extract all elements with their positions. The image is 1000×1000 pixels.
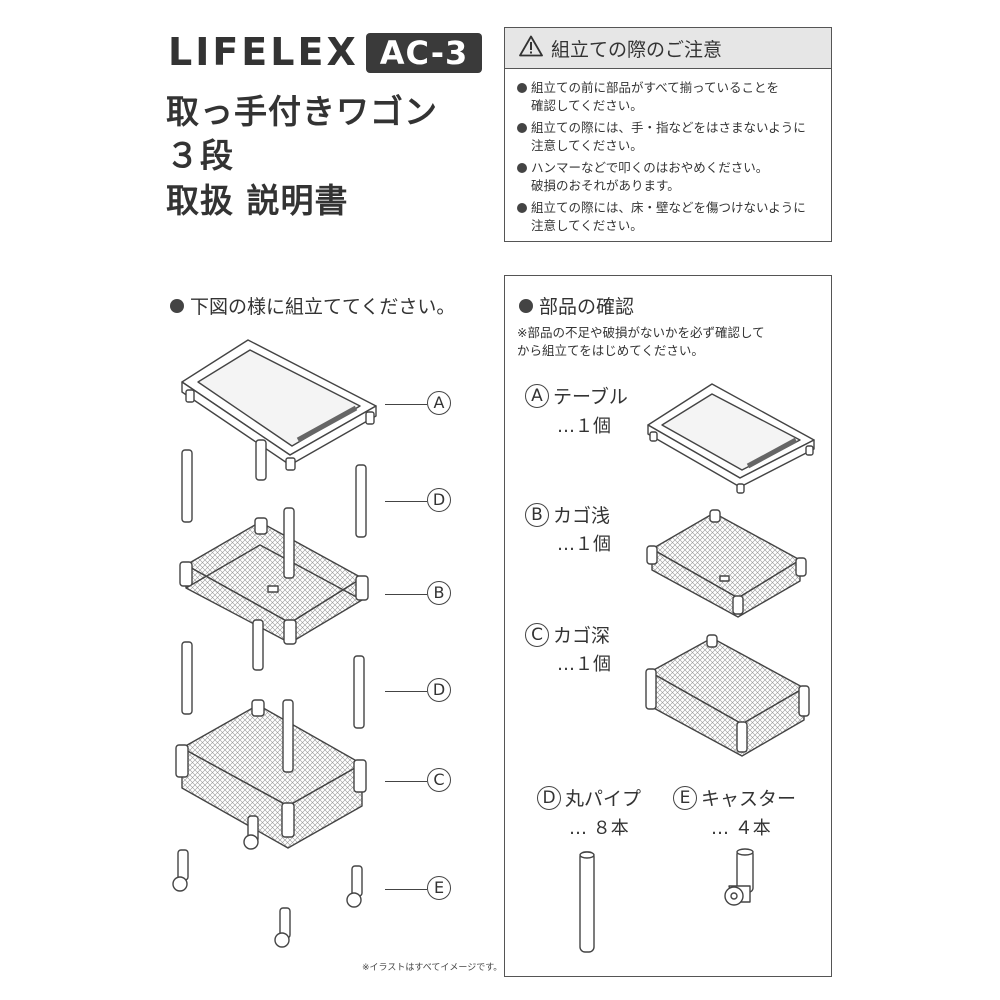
bullet-icon bbox=[170, 298, 184, 313]
part-qty: …１個 bbox=[557, 416, 611, 437]
caution-text: 組立ての前に部品がすべて揃っていることを bbox=[531, 80, 780, 95]
part-name: カゴ深 bbox=[553, 625, 611, 647]
part-d-illustration bbox=[579, 851, 595, 953]
label-e: E bbox=[427, 876, 451, 900]
caution-item: 組立ての際には、床・壁などを傷つけないように注意してください。 bbox=[517, 199, 823, 235]
assembly-casters-e bbox=[172, 849, 363, 948]
part-letter: B bbox=[525, 502, 549, 527]
part-qty: …１個 bbox=[557, 654, 611, 675]
part-b: B カゴ浅 bbox=[525, 501, 610, 528]
part-name: 丸パイプ bbox=[565, 788, 642, 810]
part-d: D 丸パイプ bbox=[537, 784, 641, 811]
bullet-icon bbox=[517, 203, 527, 213]
assembly-pipes-d-upper bbox=[181, 449, 367, 538]
part-letter: A bbox=[525, 383, 549, 408]
label-a: A bbox=[427, 391, 451, 415]
parts-box: 部品の確認 ※部品の不足や破損がないかを必ず確認して から組立てをはじめてくださ… bbox=[504, 275, 832, 977]
assembly-basket-b bbox=[179, 507, 369, 671]
part-qty: … ８本 bbox=[569, 818, 629, 839]
label-d: D bbox=[427, 488, 451, 512]
caution-text: 組立ての際には、床・壁などを傷つけないように bbox=[531, 200, 806, 215]
title-line-2: ３段 bbox=[166, 136, 234, 175]
caution-item: 組立ての前に部品がすべて揃っていることを確認してください。 bbox=[517, 79, 823, 115]
label-d: D bbox=[427, 678, 451, 702]
caution-text: 注意してください。 bbox=[531, 218, 643, 233]
assembly-basket-c bbox=[175, 699, 367, 850]
part-qty: …１個 bbox=[557, 534, 611, 555]
part-letter: C bbox=[525, 622, 549, 647]
part-b-illustration bbox=[646, 509, 807, 618]
caution-text: 注意してください。 bbox=[531, 138, 643, 153]
leader-line bbox=[385, 594, 427, 595]
part-letter: E bbox=[673, 785, 697, 810]
assembly-pipes-d-lower bbox=[181, 641, 365, 729]
parts-note-line: から組立てをはじめてください。 bbox=[517, 343, 704, 358]
caution-item: ハンマーなどで叩くのはおやめください。破損のおそれがあります。 bbox=[517, 159, 823, 195]
assembly-heading: 下図の様に組立ててください。 bbox=[170, 292, 455, 319]
bullet-icon bbox=[517, 163, 527, 173]
assembly-table-a bbox=[181, 339, 377, 481]
caution-text: ハンマーなどで叩くのはおやめください。 bbox=[531, 160, 769, 175]
warning-triangle-icon bbox=[519, 35, 543, 61]
leader-line bbox=[385, 889, 427, 890]
brand-name: LIFELEX bbox=[168, 30, 359, 74]
caution-header: 組立ての際のご注意 bbox=[505, 28, 831, 69]
part-letter: D bbox=[537, 785, 561, 810]
part-qty: … ４本 bbox=[711, 818, 771, 839]
part-a: A テーブル bbox=[525, 382, 628, 409]
leader-line bbox=[385, 781, 427, 782]
caution-box: 組立ての際のご注意 組立ての前に部品がすべて揃っていることを確認してください。 … bbox=[504, 27, 832, 242]
title-line-1: 取っ手付きワゴン bbox=[166, 92, 438, 131]
bullet-icon bbox=[517, 83, 527, 93]
part-c-illustration bbox=[645, 634, 810, 757]
assembly-heading-text: 下図の様に組立ててください。 bbox=[190, 296, 456, 318]
caution-text: 確認してください。 bbox=[531, 98, 643, 113]
parts-heading-text: 部品の確認 bbox=[539, 296, 635, 318]
leader-line bbox=[385, 691, 427, 692]
part-a-illustration bbox=[647, 383, 815, 494]
part-name: カゴ浅 bbox=[553, 505, 611, 527]
label-c: C bbox=[427, 768, 451, 792]
bullet-icon bbox=[517, 123, 527, 133]
part-name: キャスター bbox=[701, 788, 797, 810]
footnote: ※イラストはすべてイメージです。 bbox=[362, 963, 503, 973]
caution-item: 組立ての際には、手・指などをはさまないように注意してください。 bbox=[517, 119, 823, 155]
label-b: B bbox=[427, 581, 451, 605]
title-line-3: 取扱 説明書 bbox=[166, 181, 349, 220]
parts-note: ※部品の不足や破損がないかを必ず確認して から組立てをはじめてください。 bbox=[517, 324, 765, 360]
bullet-icon bbox=[519, 298, 533, 313]
caution-text: 組立ての際には、手・指などをはさまないように bbox=[531, 120, 806, 135]
part-c: C カゴ深 bbox=[525, 621, 610, 648]
leader-line bbox=[385, 404, 427, 405]
leader-line bbox=[385, 501, 427, 502]
part-name: テーブル bbox=[553, 386, 628, 408]
part-e-illustration bbox=[724, 848, 754, 906]
parts-note-line: ※部品の不足や破損がないかを必ず確認して bbox=[517, 325, 765, 340]
caution-text: 破損のおそれがあります。 bbox=[531, 178, 680, 193]
model-badge: AC-3 bbox=[366, 33, 482, 73]
parts-heading: 部品の確認 bbox=[519, 292, 634, 319]
caution-title: 組立ての際のご注意 bbox=[551, 38, 723, 61]
part-e: E キャスター bbox=[673, 784, 796, 811]
